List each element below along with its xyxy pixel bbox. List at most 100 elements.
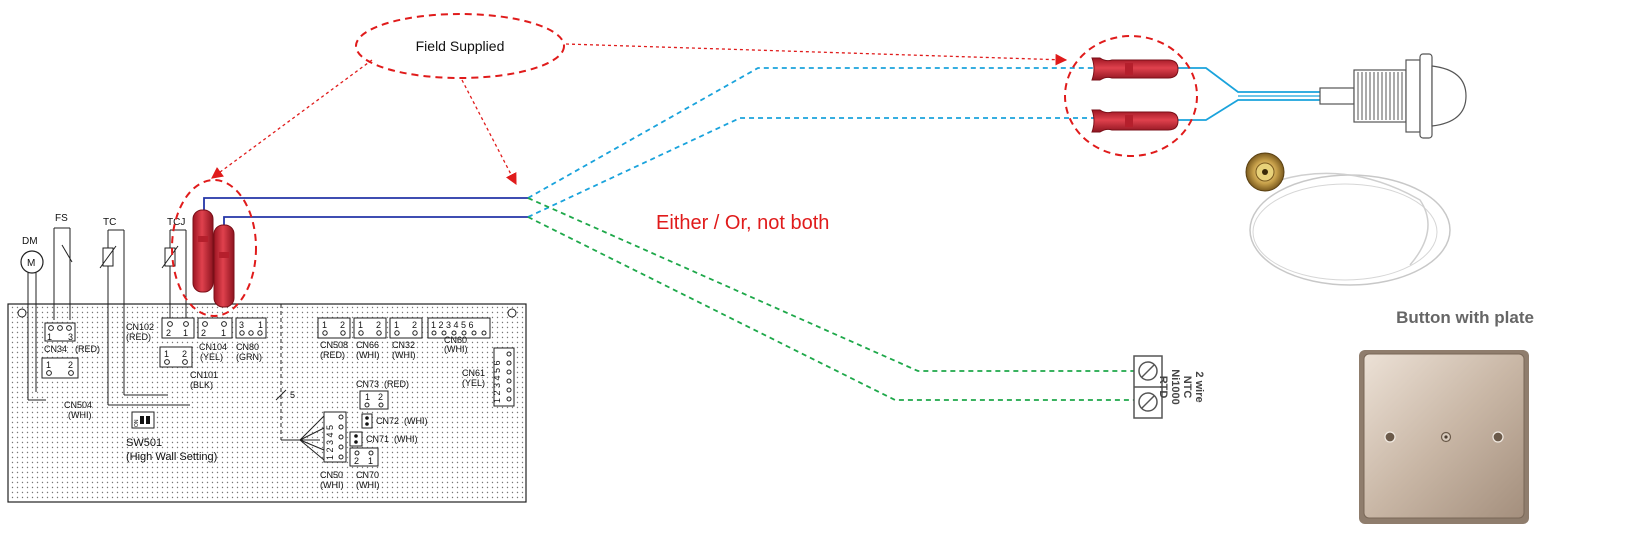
connector-pin xyxy=(431,330,437,336)
connector-cn80: 3 1 CN80 (GRN) xyxy=(235,317,267,362)
screw-terminal-icon xyxy=(1138,361,1158,381)
connector-cn72: CN72 (WHI) xyxy=(361,413,428,429)
connector-cn60: 1 2 3 4 5 6 CN60 (WHI) xyxy=(427,317,491,354)
cn60-name: CN60 xyxy=(444,335,467,345)
push-button-icon xyxy=(1319,53,1467,139)
connector-pin xyxy=(441,330,447,336)
cn71-name: CN71 xyxy=(366,434,389,444)
crimp-connectors-pcb xyxy=(192,209,235,308)
button-plate-photo: Button with plate xyxy=(1359,308,1534,524)
connector-cn101: 1 2 CN101 (BLK) xyxy=(159,346,218,390)
connector-pin xyxy=(506,369,512,375)
connector-pin xyxy=(506,396,512,402)
cn508-name: CN508 xyxy=(320,340,348,350)
tc-label: TC xyxy=(103,217,116,228)
svg-text:Ni1000: Ni1000 xyxy=(1169,369,1181,404)
connector-cn73: CN73 (RED) 1 2 xyxy=(356,379,409,410)
svg-text:(WHI): (WHI) xyxy=(392,350,416,360)
connector-pin xyxy=(506,360,512,366)
svg-text:(WHI): (WHI) xyxy=(68,410,92,420)
fs-label: FS xyxy=(55,213,68,224)
svg-text:(RED): (RED) xyxy=(75,344,100,354)
svg-text:1 2 3 4 5: 1 2 3 4 5 xyxy=(325,425,335,460)
svg-text:1: 1 xyxy=(164,349,169,359)
sensor-type-labels: 2 wire NTC Ni1000 RTD xyxy=(1157,369,1205,404)
light-blue-dashed-wire-bottom xyxy=(527,117,1098,218)
svg-text:(WHI): (WHI) xyxy=(404,416,428,426)
svg-text:(GRN): (GRN) xyxy=(236,352,262,362)
connector-pin xyxy=(506,378,512,384)
light-blue-wire-to-button-bottom xyxy=(1176,99,1320,121)
svg-text:1: 1 xyxy=(258,320,263,330)
cn504-name: CN504 xyxy=(64,400,92,410)
screw-terminal-icon xyxy=(1138,392,1158,412)
svg-text:1: 1 xyxy=(221,328,226,338)
connector-cn61: 1 2 3 4 5 6 CN61 (YEL) xyxy=(462,347,515,407)
cn70-name: CN70 xyxy=(356,470,379,480)
cn101-name: CN101 xyxy=(190,370,218,380)
light-blue-dashed-wire-top xyxy=(527,67,1098,199)
svg-text:RTD: RTD xyxy=(1157,376,1169,399)
svg-text:1 2 3 4 5 6: 1 2 3 4 5 6 xyxy=(431,320,474,330)
dm-label: DM xyxy=(22,236,38,247)
cn80-name: CN80 xyxy=(236,342,259,352)
crimp-connector xyxy=(1091,57,1179,81)
svg-text:2: 2 xyxy=(376,320,381,330)
either-or-note: Either / Or, not both xyxy=(656,212,829,234)
sensor-tcj: TCJ xyxy=(161,217,187,320)
svg-text:(RED): (RED) xyxy=(126,332,151,342)
svg-text:3: 3 xyxy=(239,320,244,330)
connector-cn32: 1 2 CN32 (WHI) xyxy=(389,317,423,360)
cn34-name: CN34 xyxy=(44,344,67,354)
connector-pin xyxy=(506,351,512,357)
crimp-connectors-button xyxy=(1091,57,1179,133)
connector-cn504: 1 2 CN504 (WHI) xyxy=(41,357,92,420)
connector-pin xyxy=(338,444,344,450)
switch-sw501: ON SW501 (High Wall Setting) xyxy=(126,411,217,463)
field-supplied-callout: Field Supplied xyxy=(171,13,1198,317)
light-blue-wire-to-button-top xyxy=(1176,67,1320,93)
cn66-name: CN66 xyxy=(356,340,379,350)
green-dashed-wire-top xyxy=(527,197,1134,372)
svg-text:NTC: NTC xyxy=(1181,376,1193,399)
svg-text:2: 2 xyxy=(182,349,187,359)
cn50-name: CN50 xyxy=(320,470,343,480)
svg-text:1: 1 xyxy=(183,328,188,338)
motor-dm: DM M xyxy=(20,236,46,401)
connector-pin xyxy=(338,424,344,430)
svg-text:2: 2 xyxy=(354,456,359,466)
connector-cn71: CN71 (WHI) xyxy=(349,431,418,447)
dark-blue-wire-bottom xyxy=(223,216,528,240)
crimp-connector xyxy=(192,209,214,293)
connector-pin xyxy=(338,454,344,460)
connector-cn102: 2 1 CN102 (RED) xyxy=(126,317,195,342)
svg-text:3: 3 xyxy=(68,332,73,342)
cn104-name: CN104 xyxy=(199,342,227,352)
wire-count-label: 5 xyxy=(290,390,295,400)
svg-text:1: 1 xyxy=(365,392,370,402)
connector-pin xyxy=(471,330,477,336)
connector-cn508: 1 2 CN508 (RED) xyxy=(317,317,351,360)
tcj-label: TCJ xyxy=(167,217,185,228)
cn61-name: CN61 xyxy=(462,368,485,378)
float-switch-fs: FS xyxy=(53,213,73,320)
cn102-name: CN102 xyxy=(126,322,154,332)
connector-cn66: 1 2 CN66 (WHI) xyxy=(353,317,387,360)
svg-text:2: 2 xyxy=(68,360,73,370)
sw501-name: SW501 xyxy=(126,437,162,449)
svg-text:2 wire: 2 wire xyxy=(1193,371,1205,402)
connector-pin xyxy=(451,330,457,336)
svg-text:ON: ON xyxy=(134,419,140,427)
svg-text:1: 1 xyxy=(47,332,52,342)
connector-pin xyxy=(338,434,344,440)
svg-text:2: 2 xyxy=(201,328,206,338)
svg-text:(WHI): (WHI) xyxy=(444,344,468,354)
svg-text:(WHI): (WHI) xyxy=(356,480,380,490)
sensor-terminal-block: 2 wire NTC Ni1000 RTD xyxy=(1133,355,1205,419)
svg-text:1: 1 xyxy=(368,456,373,466)
svg-text:(BLK): (BLK) xyxy=(190,380,213,390)
connector-pin xyxy=(461,330,467,336)
svg-text:2: 2 xyxy=(378,392,383,402)
svg-text:2: 2 xyxy=(340,320,345,330)
